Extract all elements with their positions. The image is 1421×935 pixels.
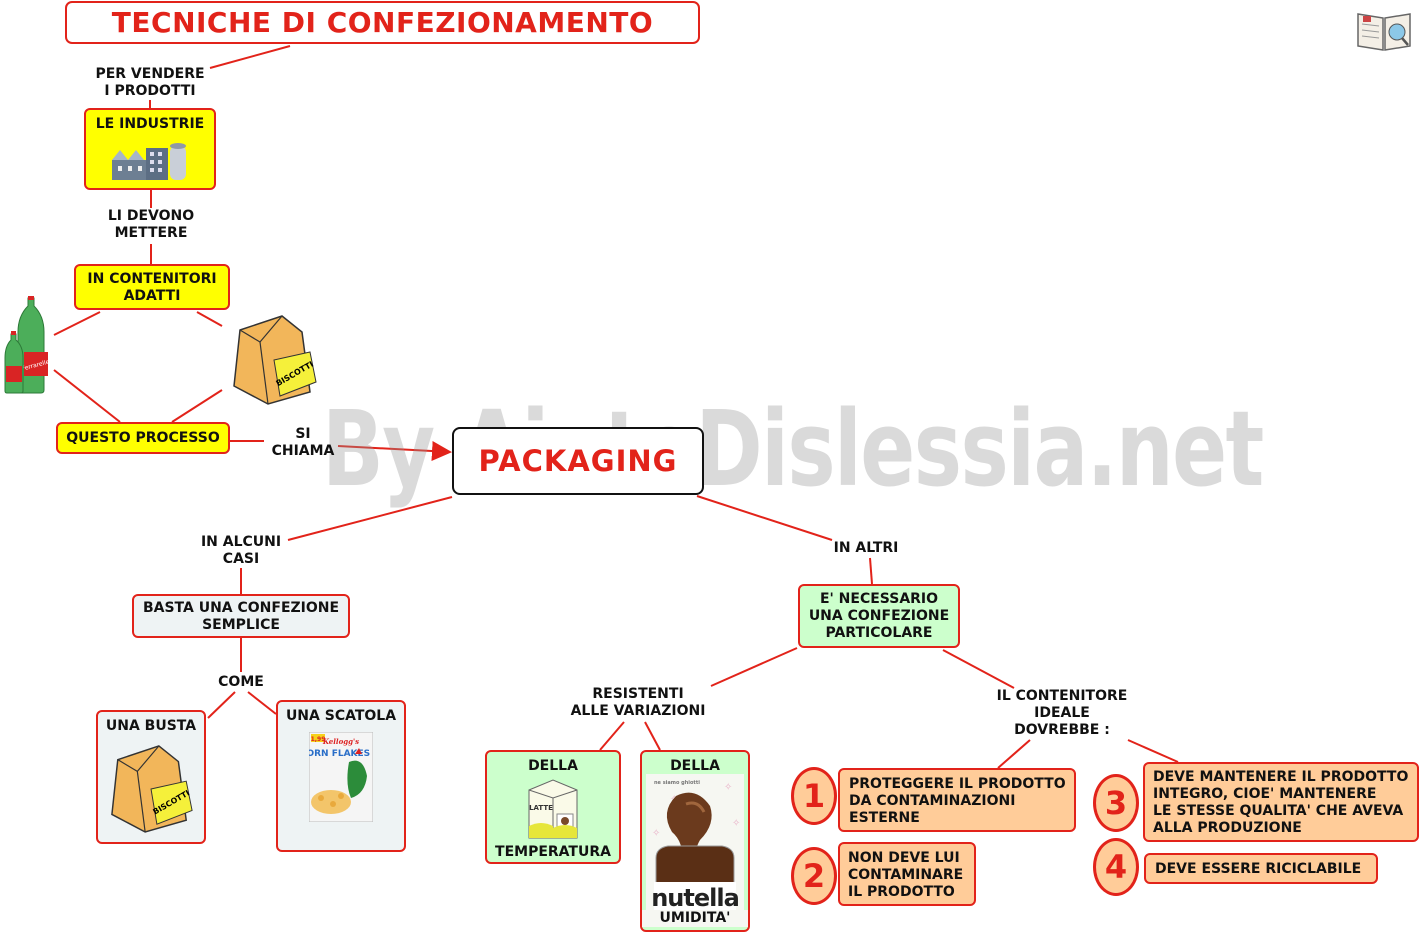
- requirement-4-text: DEVE ESSERE RICICLABILE: [1155, 861, 1362, 877]
- packaging-label: PACKAGING: [478, 444, 678, 478]
- requirement-number-1: 1: [791, 767, 837, 825]
- svg-text:✧: ✧: [732, 818, 740, 829]
- node-le-industrie: LE INDUSTRIE: [84, 108, 216, 190]
- svg-text:ne siamo ghiotti: ne siamo ghiotti: [654, 780, 700, 786]
- node-umidita-bottom: UMIDITA': [642, 910, 748, 927]
- milk-carton-icon: LATTE: [528, 779, 578, 839]
- requirement-3: DEVE MANTENERE IL PRODOTTO INTEGRO, CIOE…: [1143, 762, 1419, 842]
- node-umidita-top: DELLA: [670, 758, 720, 774]
- factory-icon: [112, 143, 186, 180]
- node-questo-processo: QUESTO PROCESSO: [56, 422, 230, 454]
- node-una-scatola-label: UNA SCATOLA: [285, 708, 397, 724]
- node-le-industrie-label: LE INDUSTRIE: [95, 116, 205, 132]
- label-si-chiama: SI CHIAMA: [271, 426, 335, 459]
- svg-text:1,99: 1,99: [311, 736, 326, 743]
- title-node: TECNICHE DI CONFEZIONAMENTO: [65, 1, 700, 44]
- node-questo-processo-label: QUESTO PROCESSO: [66, 430, 220, 446]
- nutella-label: nutella: [651, 884, 739, 912]
- label-per-vendere: PER VENDERE I PRODOTTI: [95, 66, 205, 99]
- node-confezione-particolare: E' NECESSARIO UNA CONFEZIONE PARTICOLARE: [798, 584, 960, 648]
- requirement-3-text: DEVE MANTENERE IL PRODOTTO INTEGRO, CIOE…: [1153, 769, 1409, 836]
- biscuit-bag-icon: BISCOTTI: [233, 315, 317, 405]
- node-contenitori: IN CONTENITORI ADATTI: [74, 264, 230, 310]
- biscuit-bag-icon: BISCOTTI: [111, 745, 193, 833]
- node-confezione-particolare-label: E' NECESSARIO UNA CONFEZIONE PARTICOLARE: [808, 591, 950, 641]
- requirement-4: DEVE ESSERE RICICLABILE: [1144, 853, 1378, 884]
- node-una-busta-label: UNA BUSTA: [105, 718, 197, 734]
- node-confezione-semplice: BASTA UNA CONFEZIONE SEMPLICE: [132, 594, 350, 638]
- requirement-number-4: 4: [1093, 838, 1139, 896]
- node-packaging: PACKAGING: [452, 427, 704, 495]
- node-temperatura: DELLA LATTE TEMPERATURA: [485, 750, 621, 864]
- label-in-alcuni-casi: IN ALCUNI CASI: [200, 534, 282, 567]
- requirement-1-text: PROTEGGERE IL PRODOTTO DA CONTAMINAZIONI…: [849, 776, 1066, 826]
- label-resistenti: RESISTENTI ALLE VARIAZIONI: [570, 686, 706, 719]
- requirement-1: PROTEGGERE IL PRODOTTO DA CONTAMINAZIONI…: [838, 768, 1076, 832]
- node-temperatura-bottom: TEMPERATURA: [495, 844, 611, 860]
- label-in-altri: IN ALTRI: [833, 540, 899, 556]
- node-umidita: DELLA ne siamo ghiotti ✧ ✧ ✧ ✧ nutella U…: [640, 750, 750, 932]
- svg-text:✧: ✧: [652, 828, 660, 839]
- label-li-devono: LI DEVONO METTERE: [107, 208, 195, 241]
- page-title: TECNICHE DI CONFEZIONAMENTO: [111, 6, 654, 39]
- svg-text:✧: ✧: [724, 782, 732, 793]
- water-bottles-icon: Ferrarelle: [4, 296, 51, 394]
- requirement-number-2: 2: [791, 847, 837, 905]
- svg-text:Kellogg's: Kellogg's: [322, 737, 359, 746]
- node-contenitori-label: IN CONTENITORI ADATTI: [87, 271, 217, 304]
- node-temperatura-top: DELLA: [528, 758, 578, 774]
- nutella-jar-icon: ne siamo ghiotti ✧ ✧ ✧ ✧ nutella: [646, 774, 744, 916]
- cereal-label: CORN FLAKES: [309, 749, 370, 759]
- label-contenitore-ideale: IL CONTENITORE IDEALE DOVREBBE :: [996, 688, 1128, 738]
- requirement-2: NON DEVE LUI CONTAMINARE IL PRODOTTO: [838, 842, 976, 906]
- label-come: COME: [218, 674, 264, 690]
- milk-label: LATTE: [529, 804, 553, 812]
- node-confezione-semplice-label: BASTA UNA CONFEZIONE SEMPLICE: [142, 600, 340, 633]
- cereal-box-icon: 1,99 Kellogg's CORN FLAKES: [309, 732, 373, 822]
- requirement-2-text: NON DEVE LUI CONTAMINARE IL PRODOTTO: [848, 850, 964, 900]
- requirement-number-3: 3: [1093, 774, 1139, 832]
- node-una-scatola: UNA SCATOLA 1,99 Kellogg's CORN FLAKES: [276, 700, 406, 852]
- book-icon: [1357, 13, 1411, 51]
- node-una-busta: UNA BUSTA BISCOTTI: [96, 710, 206, 844]
